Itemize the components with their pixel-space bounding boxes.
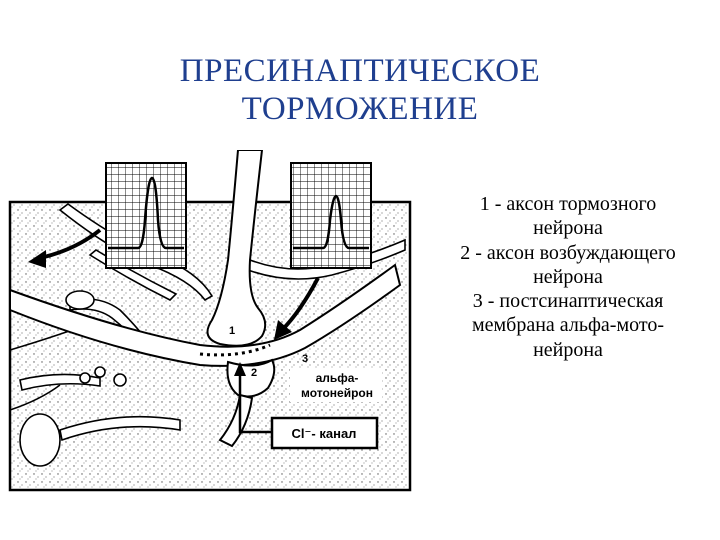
label-1: 1 <box>229 325 235 337</box>
channel-label: Cl⁻- канал <box>292 426 357 441</box>
synapse-diagram: Cl⁻- канал 1 2 3 альфа- мотонейрон <box>8 150 412 492</box>
legend-line-6: мембрана альфа-мото- <box>471 314 664 337</box>
legend-line-3: 2 - аксон возбуждающего <box>460 241 676 264</box>
page-title: ПРЕСИНАПТИЧЕСКОЕ ТОРМОЖЕНИЕ <box>0 52 720 128</box>
oscilloscope-right <box>290 162 372 269</box>
legend: 1 - аксон тормозного нейрона 2 - аксон в… <box>418 192 718 362</box>
neuron-label-line-2: мотонейрон <box>301 386 373 400</box>
label-3: 3 <box>302 353 308 365</box>
oscilloscope-left <box>105 162 187 269</box>
title-line-2: ТОРМОЖЕНИЕ <box>241 91 479 127</box>
legend-line-7: нейрона <box>533 338 603 361</box>
legend-line-5: 3 - постсинаптическая <box>472 290 664 313</box>
inhibitory-axon <box>206 150 267 347</box>
channel-label-box: Cl⁻- канал <box>270 416 379 450</box>
arrow-up <box>234 362 272 434</box>
arrow-right <box>274 277 320 340</box>
neuron-label-line-1: альфа- <box>316 371 359 385</box>
label-2: 2 <box>251 367 257 379</box>
legend-line-2: нейрона <box>533 217 603 240</box>
title-line-1: ПРЕСИНАПТИЧЕСКОЕ <box>179 53 541 89</box>
legend-line-1: 1 - аксон тормозного <box>479 193 657 215</box>
legend-line-4: нейрона <box>533 265 603 288</box>
main-axon <box>9 263 402 367</box>
arrow-left <box>28 228 102 268</box>
